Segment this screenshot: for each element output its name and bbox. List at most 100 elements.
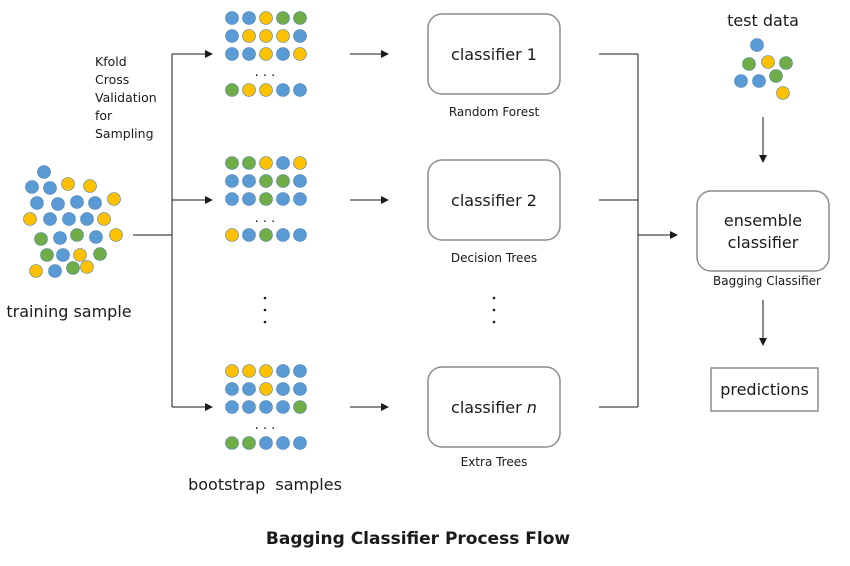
test-dot <box>742 57 756 71</box>
bootstrap-dot <box>242 29 256 43</box>
ensemble-line: classifier <box>728 233 799 252</box>
training-dot <box>25 180 39 194</box>
bootstrap-dot <box>225 29 239 43</box>
vertical-ellipsis <box>263 296 496 324</box>
svg-text:ensemble: ensemble <box>724 211 802 230</box>
training-dot <box>61 177 75 191</box>
svg-text:classifier 2: classifier 2 <box>451 191 537 210</box>
bootstrap-dot <box>259 382 273 396</box>
training-dot <box>109 228 123 242</box>
bootstrap-dot <box>293 436 307 450</box>
bootstrap-dot <box>225 83 239 97</box>
bootstrap-ellipsis: . . . <box>255 211 276 226</box>
kfold-line: Validation <box>95 90 157 105</box>
test-dot <box>779 56 793 70</box>
bootstrap-dot <box>259 83 273 97</box>
bootstrap-dot <box>276 174 290 188</box>
training-dot <box>83 179 97 193</box>
training-dot <box>89 230 103 244</box>
bootstrap-dot <box>242 11 256 25</box>
test-dot <box>750 38 764 52</box>
training-dot <box>97 212 111 226</box>
bootstrap-dot <box>242 436 256 450</box>
bootstrap-dot <box>276 228 290 242</box>
training-dot <box>30 196 44 210</box>
bootstrap-dot <box>259 47 273 61</box>
training-dot <box>62 212 76 226</box>
training-dot <box>43 212 57 226</box>
bootstrap-dot <box>225 228 239 242</box>
training-dot <box>73 248 87 262</box>
bootstrap-dot <box>242 156 256 170</box>
training-dot <box>93 247 107 261</box>
classifier-name-variable: n <box>527 398 537 417</box>
bootstrap-dot <box>225 436 239 450</box>
bootstrap-dot <box>242 174 256 188</box>
bootstrap-grids <box>225 11 307 450</box>
bootstrap-dot <box>259 400 273 414</box>
ensemble-classifier-box: ensemble classifier <box>696 190 830 272</box>
test-dot <box>776 86 790 100</box>
training-dot <box>80 212 94 226</box>
svg-text:classifier: classifier <box>728 233 799 252</box>
bootstrap-dot <box>259 29 273 43</box>
bootstrap-dot <box>293 364 307 378</box>
kfold-line: Kfold <box>95 54 127 69</box>
classifier-name: classifier 1 <box>451 45 537 64</box>
training-dot <box>34 232 48 246</box>
training-dot <box>37 165 51 179</box>
bootstrap-dot <box>293 156 307 170</box>
bootstrap-dot <box>242 192 256 206</box>
bootstrap-dot <box>225 156 239 170</box>
bootstrap-dot <box>242 364 256 378</box>
classifier-name: classifier <box>451 398 527 417</box>
kfold-label: Kfold Cross Validation for Sampling <box>95 54 161 141</box>
kfold-line: Cross <box>95 72 129 87</box>
training-dot <box>66 261 80 275</box>
bootstrap-dot <box>293 228 307 242</box>
classifier-box: classifier 1 Random Forest <box>427 13 561 119</box>
bootstrap-dot <box>242 382 256 396</box>
predictions-box: predictions <box>710 367 819 412</box>
bootstrap-dot <box>259 192 273 206</box>
bootstrap-ellipsis: . . . <box>255 418 276 433</box>
training-dot <box>43 181 57 195</box>
bootstrap-dot <box>225 11 239 25</box>
test-dot <box>752 74 766 88</box>
bootstrap-dot <box>259 228 273 242</box>
merge-connector <box>599 53 678 408</box>
classifier-name: classifier 2 <box>451 191 537 210</box>
bootstrap-dot <box>225 174 239 188</box>
training-dot <box>88 196 102 210</box>
test-dot <box>734 74 748 88</box>
training-dot <box>70 195 84 209</box>
bootstrap-dot <box>293 174 307 188</box>
bootstrap-dot <box>293 382 307 396</box>
training-sample-label: training sample <box>6 302 131 321</box>
bootstrap-dot <box>225 364 239 378</box>
diagram-caption: Bagging Classifier Process Flow <box>266 529 570 549</box>
classifier-algorithm: Extra Trees <box>461 455 528 469</box>
bootstrap-dot <box>242 47 256 61</box>
classifier-algorithm: Decision Trees <box>451 251 537 265</box>
bootstrap-dot <box>276 192 290 206</box>
bootstrap-dot <box>259 174 273 188</box>
training-dot <box>40 248 54 262</box>
bootstrap-dot <box>276 29 290 43</box>
test-dot <box>769 69 783 83</box>
training-dot <box>23 212 37 226</box>
bootstrap-samples-label: bootstrap samples <box>188 475 342 494</box>
training-dot <box>48 264 62 278</box>
bootstrap-dot <box>293 47 307 61</box>
bootstrap-dot <box>225 192 239 206</box>
bootstrap-dot <box>276 382 290 396</box>
training-dot <box>107 192 121 206</box>
bootstrap-dot <box>276 436 290 450</box>
ensemble-subtitle: Bagging Classifier <box>713 274 821 288</box>
bootstrap-dot <box>242 228 256 242</box>
classifier-box: classifier 2 Decision Trees <box>427 159 561 265</box>
bootstrap-dot <box>276 83 290 97</box>
bootstrap-dot <box>293 29 307 43</box>
training-dot <box>80 260 94 274</box>
